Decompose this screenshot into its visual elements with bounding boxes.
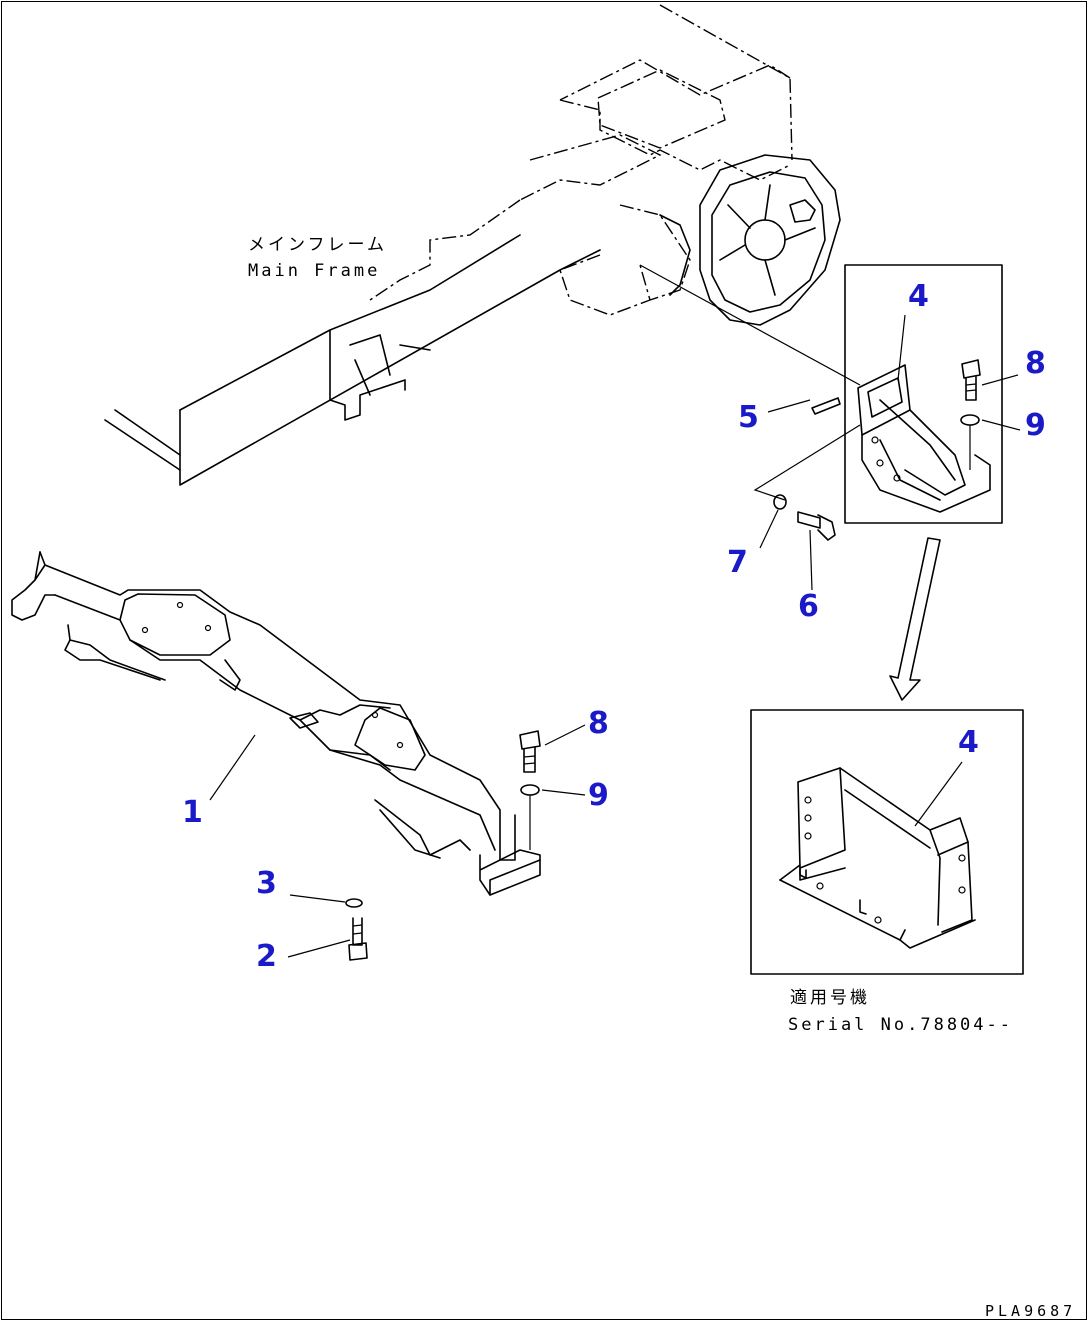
callout-2: 2 xyxy=(256,939,277,974)
inset-box xyxy=(750,709,1024,975)
leader-bracket-to-washer xyxy=(753,424,861,501)
bolt-8-upper xyxy=(961,359,981,401)
pin-5 xyxy=(811,397,841,415)
callout-4-inset: 4 xyxy=(958,725,979,760)
axle-frame-part-1 xyxy=(11,551,541,896)
washer-9-upper xyxy=(960,414,980,426)
serial-label-en: Serial No.78804-- xyxy=(788,1015,1013,1035)
view-arrow xyxy=(889,537,941,701)
detail-box xyxy=(844,264,1003,524)
main-frame-label-en: Main Frame xyxy=(248,261,380,281)
main-frame-outline xyxy=(369,4,793,316)
callout-8-upper: 8 xyxy=(1025,346,1046,381)
callout-1: 1 xyxy=(182,795,203,830)
washer-3 xyxy=(345,898,363,908)
bracket-part-4 xyxy=(857,364,991,513)
bolt-8-lower xyxy=(519,730,541,773)
transmission-housing xyxy=(659,154,841,326)
callout-7: 7 xyxy=(727,545,748,580)
bolt-6 xyxy=(797,511,836,541)
washer-7 xyxy=(773,494,787,510)
serial-label-jp: 適用号機 xyxy=(790,988,870,1008)
main-frame-rail xyxy=(104,234,601,486)
callout-9-lower: 9 xyxy=(588,778,609,813)
bolt-2 xyxy=(348,917,368,961)
leader-frame-to-bracket xyxy=(639,264,861,386)
callout-4-detail: 4 xyxy=(908,279,929,314)
drawing-code: PLA9687 xyxy=(985,1302,1076,1320)
washer-9-lower xyxy=(520,784,540,796)
callout-9-upper: 9 xyxy=(1025,408,1046,443)
callout-3: 3 xyxy=(256,866,277,901)
main-frame-label-jp: メインフレーム xyxy=(248,235,387,255)
callout-6: 6 xyxy=(798,589,819,624)
bracket-part-4-inset xyxy=(779,767,976,949)
callout-5: 5 xyxy=(738,400,759,435)
callout-8-lower: 8 xyxy=(588,706,609,741)
